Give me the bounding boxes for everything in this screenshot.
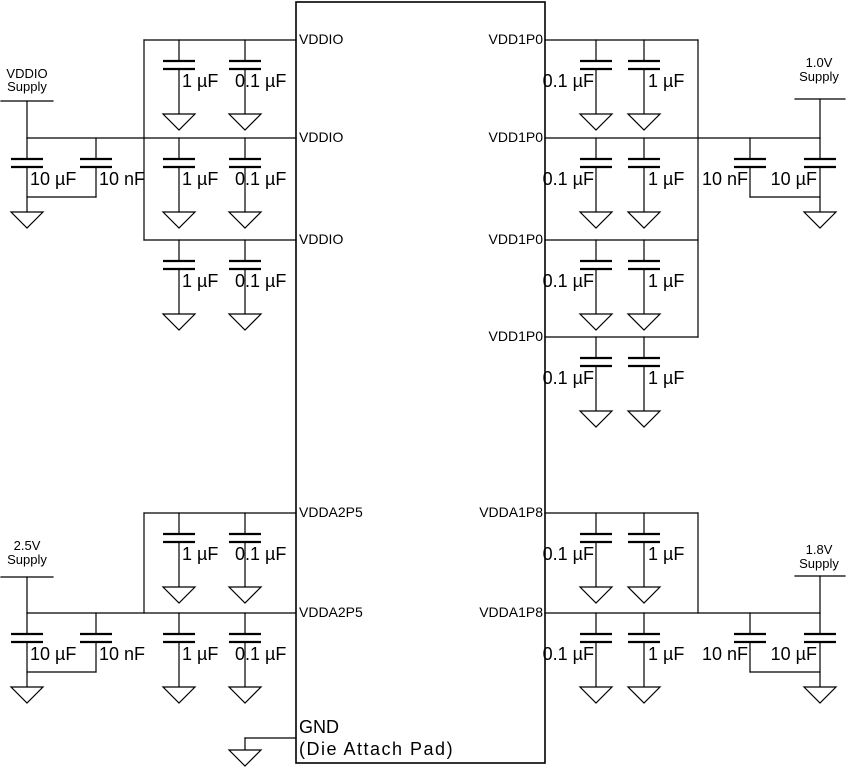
pin-label-vdd1p0-3: VDD1P0 <box>489 231 544 247</box>
cap-value-label: 10 nF <box>702 644 748 664</box>
pin-label-vdda2p5-2: VDDA2P5 <box>299 604 363 620</box>
pin-label-vdd1p0-2: VDD1P0 <box>489 129 544 145</box>
cap-value-label: 10 nF <box>99 644 145 664</box>
cap-value-label: 1 µF <box>182 644 218 664</box>
cap-value-label: 10 µF <box>771 644 817 664</box>
v1p0-supply-name: 1.0V <box>806 55 833 70</box>
cap-value-label: 1 µF <box>648 169 684 189</box>
cap-value-label: 0.1 µF <box>235 271 286 291</box>
vdd1p0-net: 1.0V Supply 10 nF 10 µF 0.1 µF 1 µF 0.1 … <box>543 38 846 429</box>
gnd-pin-sublabel: (Die Attach Pad) <box>299 739 454 759</box>
cap-value-label: 0.1 µF <box>543 71 594 91</box>
cap-value-label: 1 µF <box>648 368 684 388</box>
gnd-net <box>228 737 297 767</box>
cap-value-label: 10 µF <box>30 169 76 189</box>
vdda2p5-net: 2.5V Supply 10 µF 10 nF 1 µF 0.1 µF 1 µF… <box>0 511 297 705</box>
vdda1p8-net: 1.8V Supply 10 nF 10 µF 0.1 µF 1 µF 0.1 … <box>543 511 846 705</box>
chip: VDDIO VDDIO VDDIO VDDA2P5 VDDA2P5 VDD1P0… <box>295 1 546 764</box>
vddio-supply-word: Supply <box>7 79 47 94</box>
pin-label-vddio-2: VDDIO <box>299 129 343 145</box>
v1p8-supply-name: 1.8V <box>806 542 833 557</box>
cap-value-label: 1 µF <box>182 169 218 189</box>
pin-label-vddio-1: VDDIO <box>299 31 343 47</box>
chip-body <box>295 1 546 764</box>
gnd-pin-label: GND <box>299 717 339 737</box>
cap-value-label: 0.1 µF <box>543 644 594 664</box>
cap-value-label: 1 µF <box>648 644 684 664</box>
v2p5-supply-word: Supply <box>7 552 47 567</box>
cap-value-label: 1 µF <box>648 271 684 291</box>
cap-value-label: 10 nF <box>99 169 145 189</box>
cap-value-label: 1 µF <box>182 271 218 291</box>
vddio-supply-name: VDDIO <box>6 66 47 81</box>
cap-value-label: 0.1 µF <box>235 544 286 564</box>
cap-value-label: 0.1 µF <box>235 71 286 91</box>
cap-value-label: 0.1 µF <box>543 368 594 388</box>
cap-value-label: 1 µF <box>182 544 218 564</box>
cap-value-label: 0.1 µF <box>543 271 594 291</box>
pin-label-vdd1p0-4: VDD1P0 <box>489 328 544 344</box>
v1p0-supply-word: Supply <box>799 69 839 84</box>
cap-value-label: 0.1 µF <box>235 169 286 189</box>
pin-label-vdda2p5-1: VDDA2P5 <box>299 504 363 520</box>
cap-value-label: 0.1 µF <box>543 169 594 189</box>
pin-label-vdda1p8-2: VDDA1P8 <box>479 604 543 620</box>
cap-value-label: 0.1 µF <box>543 544 594 564</box>
v2p5-supply-name: 2.5V <box>14 538 41 553</box>
pin-label-vdda1p8-1: VDDA1P8 <box>479 504 543 520</box>
pin-label-vddio-3: VDDIO <box>299 231 343 247</box>
ground-symbol <box>228 749 262 767</box>
cap-value-label: 1 µF <box>648 71 684 91</box>
vddio-net: VDDIO Supply 10 µF 10 nF 1 µF 0.1 µF 1 µ… <box>0 38 297 332</box>
cap-value-label: 1 µF <box>182 71 218 91</box>
cap-value-label: 0.1 µF <box>235 644 286 664</box>
cap-value-label: 10 µF <box>30 644 76 664</box>
cap-value-label: 10 µF <box>771 169 817 189</box>
cap-value-label: 10 nF <box>702 169 748 189</box>
pin-label-vdd1p0-1: VDD1P0 <box>489 31 544 47</box>
cap-value-label: 1 µF <box>648 544 684 564</box>
v1p8-supply-word: Supply <box>799 556 839 571</box>
